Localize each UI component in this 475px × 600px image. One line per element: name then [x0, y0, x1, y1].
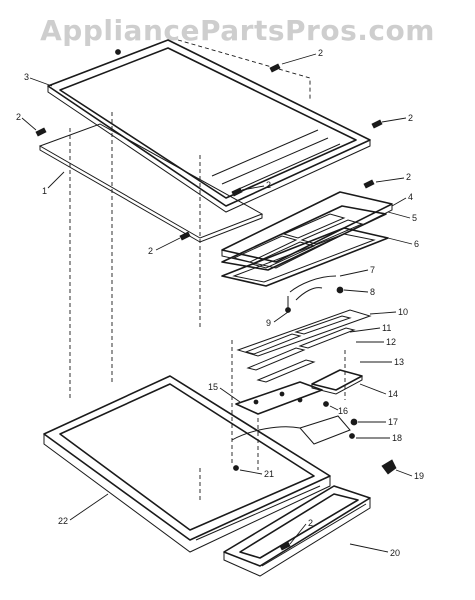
callout-2a: 2: [318, 48, 323, 58]
callout-4: 4: [408, 192, 413, 202]
light-panel: [221, 205, 387, 271]
callout-11: 11: [382, 323, 391, 333]
callout-15: 15: [208, 382, 218, 392]
cabinet-outline: [69, 39, 346, 500]
callout-labels: 2 3 2 2 1 2 2 2 4 5 6 7 8 9 10 11 12 13 …: [16, 48, 424, 558]
callout-8: 8: [370, 287, 375, 297]
callout-2d: 2: [406, 172, 411, 182]
top-frame: [47, 39, 371, 213]
callout-13: 13: [394, 357, 404, 367]
callout-2e: 2: [266, 180, 271, 190]
callout-1: 1: [42, 186, 47, 196]
leader-lines: [21, 53, 413, 553]
lamps: [246, 327, 356, 383]
callout-2c: 2: [408, 113, 413, 123]
callout-14: 14: [388, 389, 398, 399]
callout-12: 12: [386, 337, 396, 347]
hinge: [381, 459, 397, 475]
callout-7: 7: [370, 265, 375, 275]
callout-20: 20: [390, 548, 400, 558]
callout-6: 6: [414, 239, 419, 249]
callout-2b: 2: [16, 112, 21, 122]
wire-harness: [289, 275, 337, 301]
callout-17: 17: [388, 417, 398, 427]
callout-21: 21: [264, 469, 274, 479]
bottom-frame: [43, 375, 331, 553]
callout-19: 19: [414, 471, 424, 481]
lamp-tray: [236, 309, 372, 357]
starter-bracket: [235, 381, 323, 415]
callout-2g: 2: [308, 518, 313, 528]
cover-plate: [221, 191, 393, 269]
gasket: [221, 227, 389, 287]
socket-parts: [285, 286, 344, 313]
cord-and-screws: [231, 401, 358, 471]
screws: [35, 49, 383, 551]
callout-9: 9: [266, 318, 271, 328]
callout-10: 10: [398, 307, 408, 317]
callout-5: 5: [412, 213, 417, 223]
callout-16: 16: [338, 406, 348, 416]
glass-shelf: [38, 123, 264, 243]
callout-22: 22: [58, 516, 68, 526]
bottom-trim: [223, 485, 371, 577]
callout-3: 3: [24, 72, 29, 82]
callout-2f: 2: [148, 246, 153, 256]
callout-18: 18: [392, 433, 402, 443]
